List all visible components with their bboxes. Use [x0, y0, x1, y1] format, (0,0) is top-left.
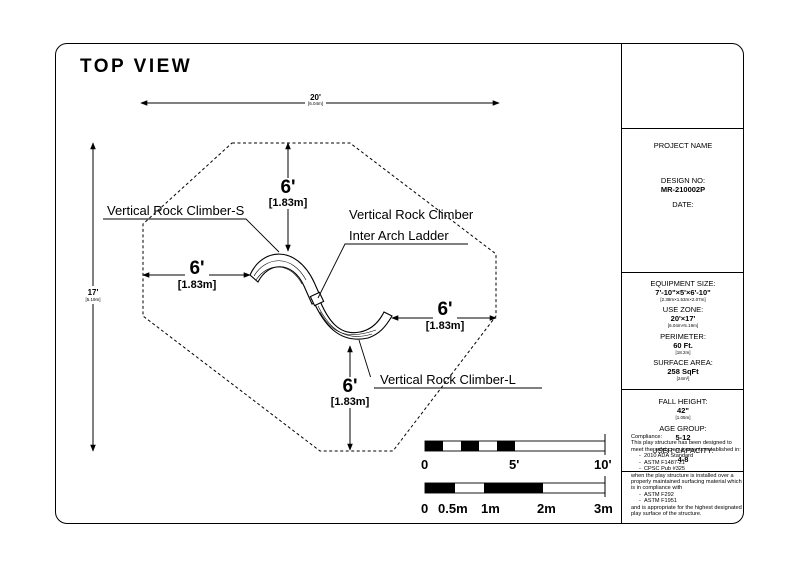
equipment-size-metric: [2.38m×1.53m×2.07m] [660, 297, 706, 302]
clearance-right-m: [1.83m] [425, 320, 465, 332]
overall-width-label: 20' [6.04m] [305, 93, 327, 106]
drawing-sheet-border [55, 43, 744, 524]
perimeter-label: PERIMETER: [660, 331, 706, 341]
user-capacity-label: USER CAPACITY: [652, 446, 714, 456]
surface-area-metric: [24m²] [676, 376, 690, 382]
age-group-value: 5-12 [675, 433, 691, 443]
callout-climber-l: Vertical Rock Climber-L [380, 372, 516, 387]
equipment-size-label: EQUIPMENT SIZE: [650, 279, 716, 288]
scale-ft-label-10: 10' [594, 457, 612, 472]
compliance-heading: Compliance: [631, 434, 663, 440]
title-block-header [622, 43, 744, 129]
overall-width-m: [6.04m] [308, 101, 324, 106]
design-no-label: DESIGN NO: [660, 176, 706, 185]
callout-climber-s: Vertical Rock Climber-S [107, 203, 245, 218]
scale-ft-label-5: 5' [509, 457, 520, 472]
safety-info: FALL HEIGHT: 42" [1.05m] AGE GROUP: 5-12… [622, 390, 744, 472]
climber-structure [249, 253, 393, 340]
compliance-surfacing-text: ASTM F1951 [643, 498, 677, 505]
scale-m-label-1: 1m [481, 501, 500, 516]
scale-m-label-0: 0 [421, 501, 429, 516]
perimeter-metric: [18.2m] [675, 349, 691, 355]
callout-inter-arch-line2: Inter Arch Ladder [349, 228, 449, 243]
clearance-left-m: [1.83m] [177, 279, 217, 291]
clearance-bottom-m: [1.83m] [330, 396, 370, 408]
perimeter-value: 60 Ft. [673, 340, 693, 350]
clearance-bottom-ft: 6' [342, 376, 358, 397]
scale-bar-meters [424, 476, 606, 497]
compliance-outro: and is appropriate for the highest desig… [631, 504, 742, 518]
compliance-notes: Compliance: This play structure has been… [631, 434, 743, 517]
compliance-intro: This play structure has been designed to… [631, 440, 741, 453]
compliance-surfacing-text: ASTM F292 [643, 491, 674, 498]
equipment-info: EQUIPMENT SIZE: 7'-10"×5'×6'-10" [2.38m×… [622, 273, 744, 390]
overall-height-m: [5.19m] [85, 297, 101, 302]
user-capacity-value: 4-8 [677, 455, 689, 465]
use-zone-metric: [6.04m×5.19m] [667, 323, 699, 329]
leader-climber-l [358, 339, 542, 389]
age-group-label: AGE GROUP: [659, 424, 707, 434]
compliance-standard-text: CPSC Pub #325 [643, 466, 686, 473]
compliance-standard-item: - ASTM F1487-21 [639, 459, 686, 466]
fall-height-value: 42" [677, 406, 689, 415]
compliance-mid: when the play structure is installed ove… [631, 472, 742, 492]
page-title: TOP VIEW [80, 56, 193, 77]
clearance-top-ft: 6' [280, 177, 296, 198]
title-block: PROJECT NAME DESIGN NO: MR-210002P DATE:… [621, 43, 744, 524]
leader-inter-arch [317, 243, 468, 299]
compliance-standard-item: - CPSC Pub #325 [639, 466, 686, 473]
compliance-surfacing-item: - ASTM F1951 [639, 498, 677, 505]
overall-width-ft: 20' [310, 93, 321, 102]
use-zone-value: 20'×17' [670, 314, 696, 324]
surface-area-label: SURFACE AREA: [653, 358, 713, 368]
compliance-standard-text: 2010 ADA Standard [643, 453, 694, 460]
clearance-top-label: 6' [1.83m] [264, 178, 312, 209]
date-label: DATE: [672, 200, 694, 209]
surface-area-value: 258 SqFt [667, 367, 699, 377]
project-info: PROJECT NAME DESIGN NO: MR-210002P DATE: [622, 129, 744, 273]
scale-bar-feet [424, 434, 606, 455]
equipment-size-value: 7'-10"×5'×6'-10" [655, 288, 711, 297]
clearance-right-ft: 6' [433, 300, 457, 319]
project-name: PROJECT NAME [653, 141, 713, 150]
overall-height-label: 17' [5.19m] [80, 286, 106, 304]
scale-m-label-2: 2m [537, 501, 556, 516]
scale-m-label-05: 0.5m [438, 501, 468, 516]
overall-height-ft: 17' [87, 288, 99, 297]
clearance-top-m: [1.83m] [268, 197, 308, 209]
clearance-left-ft: 6' [185, 259, 209, 278]
fall-height-label: FALL HEIGHT: [658, 397, 708, 406]
compliance-standard-item: - 2010 ADA Standard [639, 453, 694, 460]
compliance-surfacing-item: - ASTM F292 [639, 491, 674, 498]
clearance-left-label: 6' [1.83m] [172, 259, 222, 291]
clearance-right-label: 6' [1.83m] [420, 300, 470, 332]
use-zone-label: USE ZONE: [662, 305, 704, 315]
design-no-value: MR-210002P [660, 185, 706, 194]
compliance-standard-text: ASTM F1487-21 [643, 459, 686, 466]
scale-m-label-3: 3m [594, 501, 613, 516]
callout-inter-arch-line1: Vertical Rock Climber [349, 207, 474, 222]
leader-climber-s [103, 218, 280, 253]
clearance-bottom-label: 6' [1.83m] [326, 377, 374, 408]
scale-ft-label-0: 0 [421, 457, 429, 472]
fall-height-metric: [1.05m] [675, 415, 691, 420]
